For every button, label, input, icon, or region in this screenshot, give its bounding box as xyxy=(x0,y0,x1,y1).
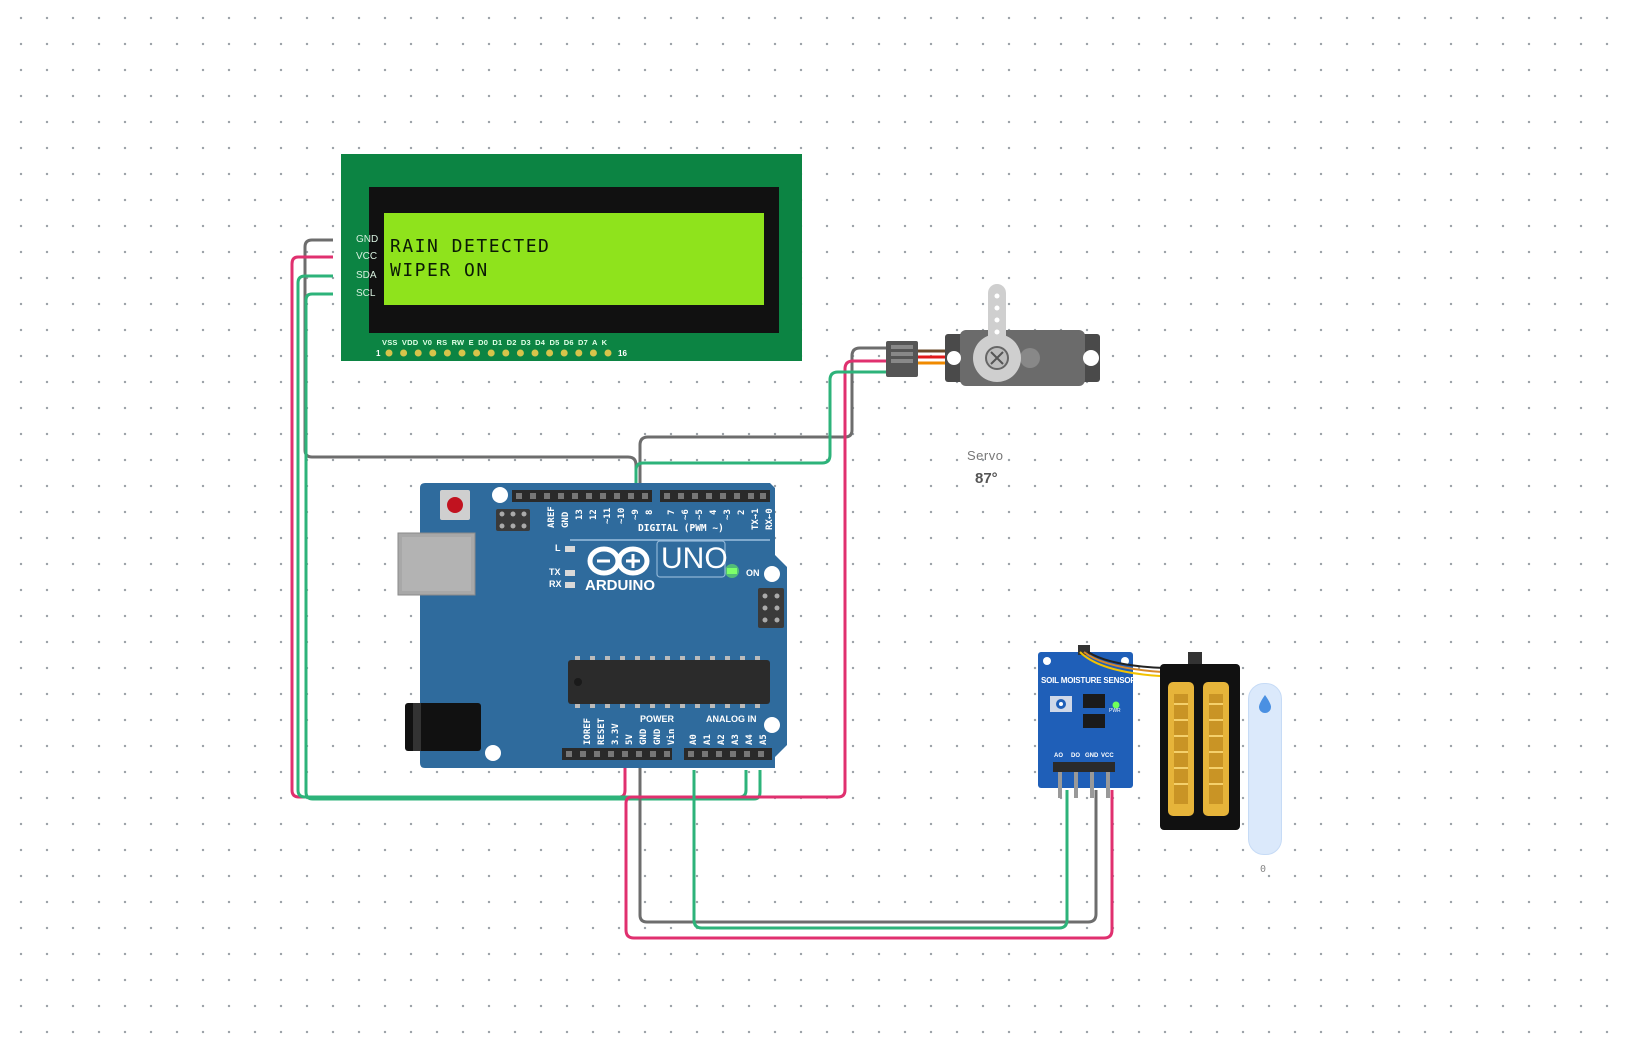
pin-a5[interactable]: A5 xyxy=(759,734,769,745)
pin-6[interactable]: ~6 xyxy=(681,509,691,520)
lcd-header-labels: VSS VDD V0 RS RW E D0 D1 D2 D3 D4 D5 D6 … xyxy=(382,338,608,347)
lcd-line-2: WIPER ON xyxy=(390,260,489,281)
pin-9[interactable]: ~9 xyxy=(631,509,641,520)
lcd-line-1: RAIN DETECTED xyxy=(390,236,551,257)
servo-label: Servo xyxy=(967,448,1004,463)
arduino-led-tx: TX xyxy=(549,567,561,577)
pin-4[interactable]: 4 xyxy=(709,509,719,515)
sensor-pwr-label: PWR xyxy=(1109,708,1121,714)
pin-a0[interactable]: A0 xyxy=(689,734,699,745)
pin-gnd-2[interactable]: GND xyxy=(653,728,663,745)
pin-vin[interactable]: Vin xyxy=(667,728,677,745)
pin-reset[interactable]: RESET xyxy=(597,717,607,745)
wire-sensor-ao[interactable] xyxy=(692,770,1069,930)
pin-13[interactable]: 13 xyxy=(575,509,585,520)
lcd-screen xyxy=(384,213,764,305)
lcd-pin-sda[interactable]: SDA xyxy=(356,270,377,281)
pin-a2[interactable]: A2 xyxy=(717,734,727,745)
arduino-power-label: POWER xyxy=(640,714,675,724)
wire-servo-signal[interactable] xyxy=(634,370,886,490)
lcd-pin-vcc[interactable]: VCC xyxy=(356,251,378,262)
lcd-pin-gnd[interactable]: GND xyxy=(356,234,379,245)
pin-10[interactable]: ~10 xyxy=(617,507,627,524)
moisture-slider[interactable] xyxy=(1248,683,1282,855)
pin-5v[interactable]: 5V xyxy=(625,734,635,745)
arduino-analog-label: ANALOG IN xyxy=(706,714,757,724)
pin-gnd-digital[interactable]: GND xyxy=(561,511,571,528)
pin-5[interactable]: ~5 xyxy=(695,509,705,520)
lcd-pin-last: 16 xyxy=(618,349,627,358)
pin-a3[interactable]: A3 xyxy=(731,734,741,745)
moisture-slider-value: 0 xyxy=(1260,864,1267,875)
lcd-pin-first: 1 xyxy=(376,349,381,358)
wire-servo-gnd[interactable] xyxy=(638,346,1098,924)
pin-12[interactable]: 12 xyxy=(589,509,599,520)
arduino-led-rx: RX xyxy=(549,579,562,589)
arduino-led-l: L xyxy=(555,543,561,553)
arduino-model: UNO xyxy=(661,542,728,575)
sensor-pin-do[interactable]: DO xyxy=(1071,753,1080,759)
pin-gnd-1[interactable]: GND xyxy=(639,728,649,745)
arduino-brand: ARDUINO xyxy=(585,577,655,594)
water-drop-icon[interactable] xyxy=(1257,694,1273,714)
pin-ioref[interactable]: IOREF xyxy=(583,717,593,745)
pin-3v3[interactable]: 3.3V xyxy=(611,723,621,745)
sensor-pin-vcc[interactable]: VCC xyxy=(1101,753,1114,759)
sensor-title: SOIL MOISTURE SENSOR xyxy=(1041,676,1136,685)
pin-3[interactable]: ~3 xyxy=(723,509,733,520)
pin-aref[interactable]: AREF xyxy=(547,506,557,528)
sensor-pin-ao[interactable]: AO xyxy=(1054,753,1063,759)
pin-a4[interactable]: A4 xyxy=(745,734,755,745)
sensor-pin-gnd[interactable]: GND xyxy=(1085,753,1099,759)
arduino-digital-label: DIGITAL (PWM ~) xyxy=(638,523,724,534)
pin-8[interactable]: 8 xyxy=(645,509,655,515)
wire-servo-vcc[interactable] xyxy=(624,359,1114,940)
pin-rx0[interactable]: RX←0 xyxy=(765,508,775,530)
servo-angle: 87° xyxy=(975,470,998,487)
pin-2[interactable]: 2 xyxy=(737,509,747,515)
lcd-display[interactable]: VSS VDD V0 RS RW E D0 D1 D2 D3 D4 D5 D6 … xyxy=(341,154,802,361)
pin-a1[interactable]: A1 xyxy=(703,734,713,745)
pin-11[interactable]: ~11 xyxy=(603,507,613,524)
pin-tx1[interactable]: TX→1 xyxy=(751,508,761,530)
wire-lcd-sda[interactable] xyxy=(296,274,748,799)
wire-lcd-vcc[interactable] xyxy=(290,255,627,799)
pin-7[interactable]: 7 xyxy=(667,509,677,515)
lcd-pin-scl[interactable]: SCL xyxy=(356,288,376,299)
arduino-on-label: ON xyxy=(746,568,760,578)
lcd-header-pins xyxy=(385,349,612,357)
